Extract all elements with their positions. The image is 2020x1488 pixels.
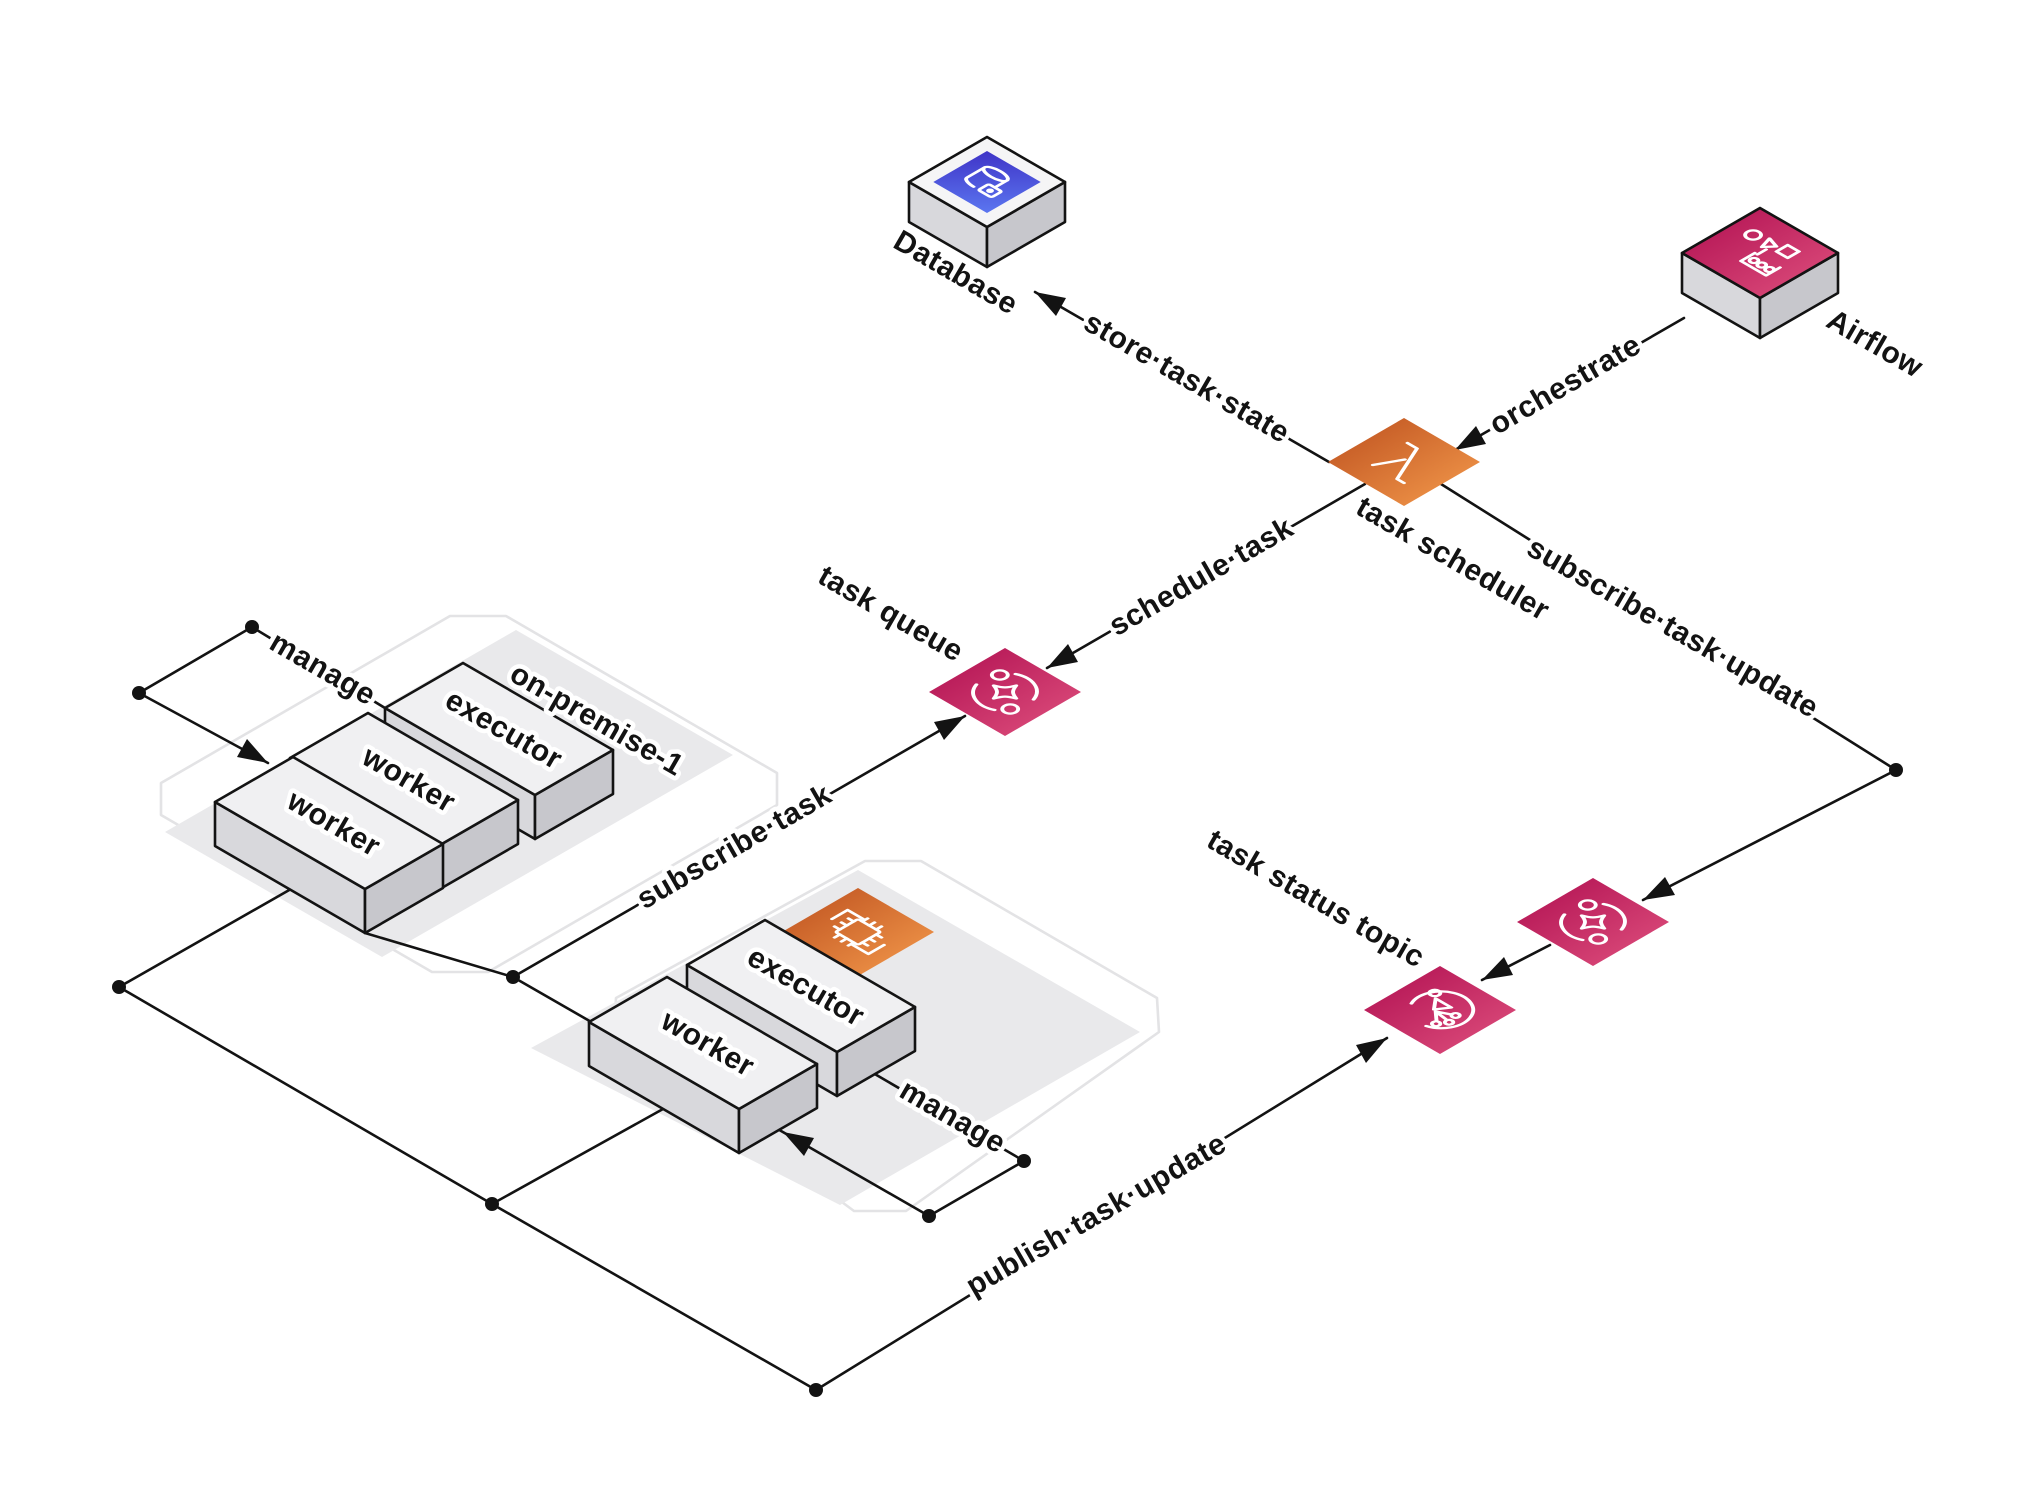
queue-icon	[971, 669, 1039, 715]
junction-dot	[922, 1209, 936, 1223]
box-top-face	[685, 918, 917, 1054]
airflow-node	[1680, 206, 1840, 340]
arrowhead	[1482, 957, 1513, 980]
lambda-icon	[1370, 441, 1419, 485]
topic-icon	[1409, 988, 1476, 1030]
task-scheduler-node	[1328, 418, 1480, 506]
queue-diamond	[1517, 878, 1669, 966]
junction-dot	[485, 1197, 499, 1211]
junction-dot	[506, 970, 520, 984]
edge-subscribe-task-update	[1439, 482, 1899, 902]
connectors	[117, 290, 1899, 1392]
workflow-icon	[1738, 229, 1801, 277]
edge-bottom-long	[490, 1202, 818, 1392]
arrowhead	[934, 716, 965, 740]
store-task-state-label: store·task·state	[1078, 306, 1295, 450]
junction-dots	[112, 620, 1903, 1397]
task-queue-label: task queue	[812, 559, 969, 668]
box-top-face	[213, 755, 445, 891]
arrowhead	[237, 739, 268, 763]
arrowhead	[1356, 1038, 1387, 1063]
subscription-queue-node	[1517, 878, 1669, 966]
junction-dot	[809, 1383, 823, 1397]
chip-icon	[830, 908, 886, 956]
topic-diamond	[1364, 966, 1516, 1054]
junction-dot	[1017, 1154, 1031, 1168]
arrowhead	[783, 1132, 814, 1156]
database-node	[907, 135, 1067, 269]
schedule-task-label: schedule·task	[1104, 511, 1299, 643]
arrowhead	[1047, 644, 1078, 668]
edge-manage-on-premise	[136, 625, 387, 765]
junction-dot	[132, 686, 146, 700]
arrowhead	[1643, 877, 1675, 900]
arrowhead	[1455, 426, 1486, 450]
edge-publish-task-update	[814, 1036, 1389, 1392]
junction-dot	[112, 980, 126, 994]
queue-diamond	[929, 648, 1081, 736]
edge-store-task-state	[1033, 290, 1331, 464]
publish-task-update-label: publish·task·update	[960, 1127, 1232, 1303]
scheduler-diamond	[1328, 418, 1480, 506]
junction-dot	[245, 620, 259, 634]
edge-worker-junction	[363, 931, 515, 979]
arrowhead	[1035, 292, 1066, 316]
arrowheads	[237, 292, 1675, 1156]
airflow-label: Airflow	[1821, 303, 1929, 384]
task-queue-node	[929, 648, 1081, 736]
orchestrate-label: orchestrate	[1484, 328, 1647, 441]
edge-schedule-task	[1045, 482, 1367, 670]
box-top-face	[587, 975, 819, 1111]
queue-icon	[1559, 899, 1627, 945]
task-status-topic-label: task status topic	[1201, 823, 1430, 974]
subscribe-task-update-label: subscribe·task·update	[1521, 531, 1824, 725]
database-icon	[964, 165, 1010, 199]
edge-cloud-worker-spur	[490, 1107, 665, 1206]
task-status-topic-node	[1364, 966, 1516, 1054]
edge-subscribe-task	[511, 714, 967, 979]
edge-orchestrate	[1453, 316, 1686, 452]
edge-workers-left-spur	[117, 887, 293, 989]
junction-dot	[1889, 763, 1903, 777]
box-top-face	[383, 661, 615, 797]
edge-left-long	[117, 985, 494, 1206]
